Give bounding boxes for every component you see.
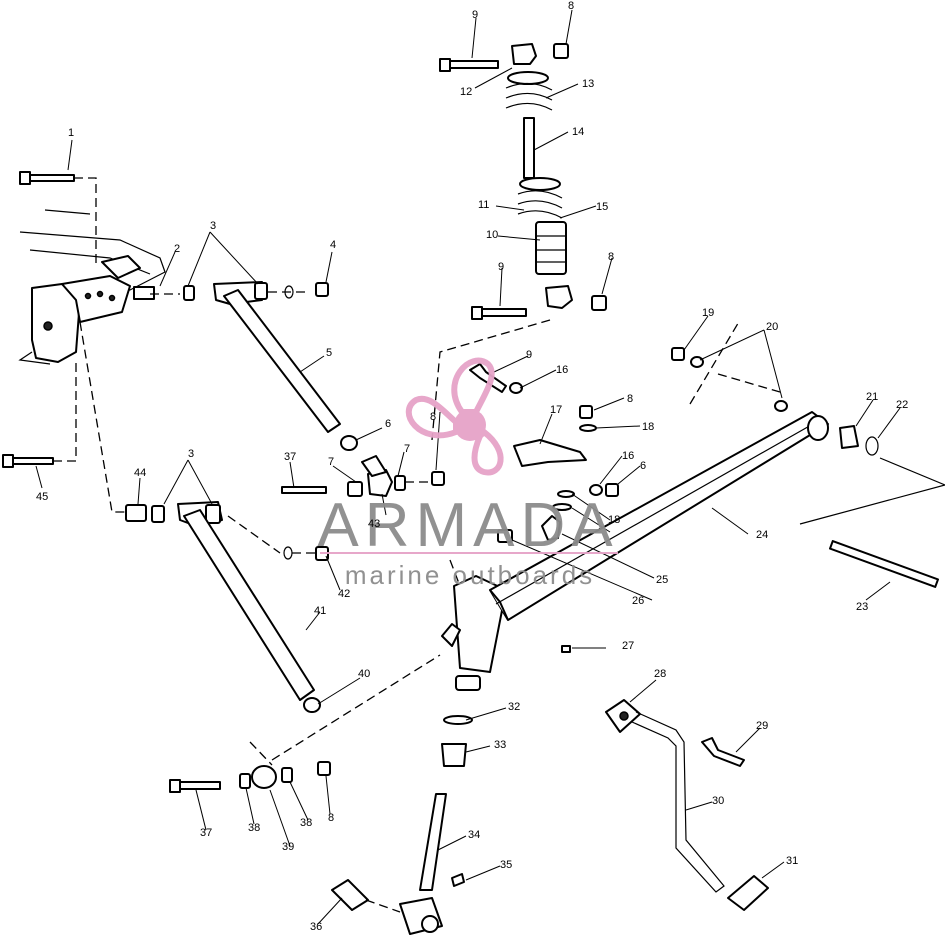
lower-a-arm	[125, 501, 329, 713]
propeller-blade-left	[405, 395, 459, 439]
callout-16-top: 16	[556, 364, 568, 376]
callout-30: 30	[712, 795, 724, 807]
callout-16-mid: 16	[622, 450, 634, 462]
callout-10: 10	[486, 229, 498, 241]
callout-3-lower: 3	[188, 448, 194, 460]
propeller-blade-right	[471, 428, 504, 476]
callout-38-left: 38	[248, 822, 260, 834]
callout-8-shock: 8	[608, 251, 614, 263]
callout-2: 2	[174, 243, 180, 255]
propeller-hub	[454, 409, 486, 441]
bolt-45	[2, 454, 54, 468]
armada-watermark: ARMADA marine outboards	[317, 357, 618, 590]
callout-6-right: 6	[640, 460, 646, 472]
callout-8-top: 8	[568, 0, 574, 12]
callout-8-center: 8	[430, 411, 436, 423]
callout-25: 25	[656, 574, 668, 586]
leader-lines	[35, 9, 901, 925]
watermark-brand: ARMADA	[317, 491, 618, 560]
grease-fitting-27	[561, 645, 571, 653]
callout-11: 11	[478, 199, 489, 211]
callout-28: 28	[654, 668, 666, 680]
callout-24: 24	[756, 529, 768, 541]
callout-13: 13	[582, 78, 594, 90]
callout-40: 40	[358, 668, 370, 680]
callout-26: 26	[632, 595, 644, 607]
washers-19-20	[671, 319, 788, 412]
callout-39: 39	[282, 841, 294, 853]
callout-1: 1	[68, 127, 74, 139]
bolt-1	[19, 171, 75, 185]
callout-31: 31	[786, 855, 798, 867]
shock-absorber	[431, 43, 607, 441]
upper-a-arm	[183, 281, 358, 451]
callout-32: 32	[508, 701, 520, 713]
callout-6-left: 6	[385, 418, 391, 430]
ball-joint-upper	[281, 455, 445, 497]
bolt-23	[829, 540, 939, 588]
ball-joint-lower	[169, 654, 441, 793]
callout-42: 42	[338, 588, 350, 600]
callout-34: 34	[468, 829, 480, 841]
callout-7-left: 7	[328, 456, 334, 468]
callout-20: 20	[766, 321, 778, 333]
callout-17: 17	[550, 404, 562, 416]
callout-29: 29	[756, 720, 768, 732]
callout-9-top: 9	[472, 9, 478, 21]
callout-21: 21	[866, 391, 878, 403]
propeller-logo	[405, 357, 504, 476]
callout-23: 23	[856, 601, 868, 613]
callout-15: 15	[596, 201, 608, 213]
callout-35: 35	[500, 859, 512, 871]
center-hardware	[469, 363, 619, 543]
callout-36: 36	[310, 921, 322, 933]
steering-spindle	[331, 559, 507, 935]
callout-18-top: 18	[642, 421, 654, 433]
callout-43: 43	[368, 518, 380, 530]
watermark-tagline: marine outboards	[345, 560, 595, 590]
callout-4: 4	[330, 239, 336, 251]
callout-12: 12	[460, 86, 472, 98]
callout-41: 41	[314, 605, 326, 617]
callout-44: 44	[134, 467, 146, 479]
callout-18-mid: 18	[608, 514, 620, 526]
callout-9-center: 9	[526, 349, 532, 361]
callout-8-lower: 8	[328, 812, 334, 824]
callout-9-shock: 9	[498, 261, 504, 273]
callout-37-lower: 37	[200, 827, 212, 839]
callout-labels: 1 2 3 3 4 5 6 6 7 7 8 8 8 8 8 9 9 9 10 1…	[36, 0, 908, 933]
callout-22: 22	[896, 399, 908, 411]
frame-bracket	[18, 209, 166, 365]
callout-7-right: 7	[404, 443, 410, 455]
callout-14: 14	[572, 126, 584, 138]
callout-8-right: 8	[627, 393, 633, 405]
shift-linkage	[605, 699, 769, 911]
callout-38-right: 38	[300, 817, 312, 829]
callout-5: 5	[326, 347, 332, 359]
propeller-blade-top	[451, 357, 495, 415]
trailing-arm-24	[489, 411, 945, 621]
callout-45: 45	[36, 491, 48, 503]
callout-19: 19	[702, 307, 714, 319]
callout-27: 27	[622, 640, 634, 652]
callout-3-upper: 3	[210, 220, 216, 232]
bushing-2	[133, 286, 155, 300]
callout-33: 33	[494, 739, 506, 751]
callout-37-upper: 37	[284, 451, 296, 463]
